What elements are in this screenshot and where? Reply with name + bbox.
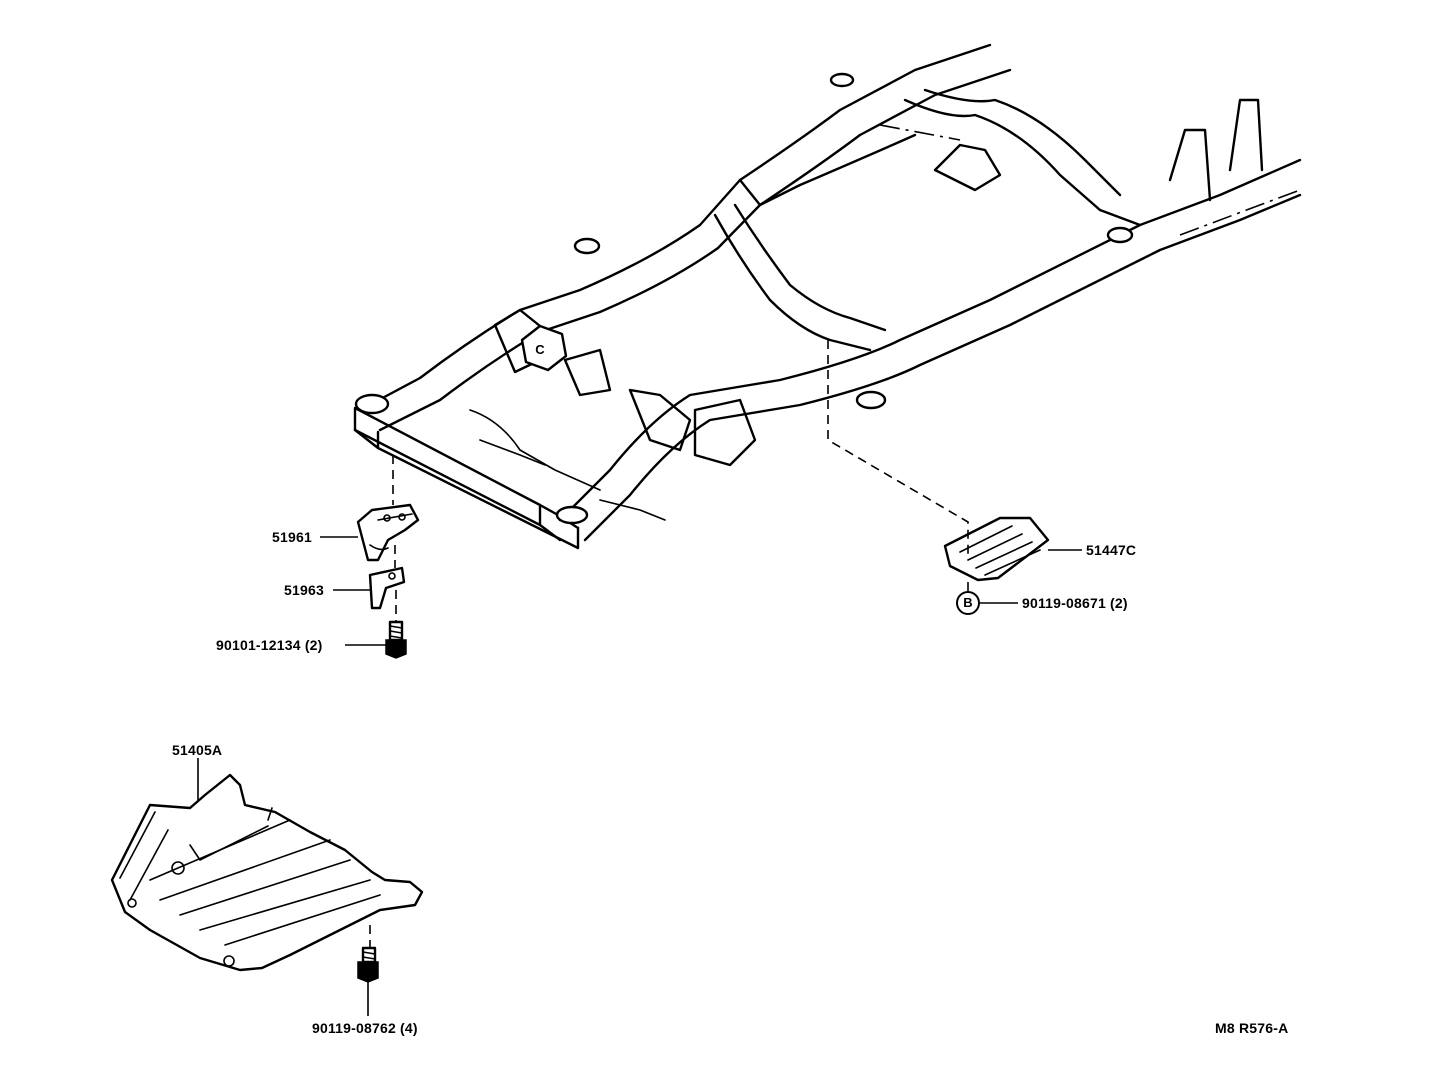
label-51405A: 51405A <box>172 742 223 758</box>
label-51963: 51963 <box>284 582 324 598</box>
label-90119-08671: 90119-08671 (2) <box>1022 595 1128 611</box>
bolt-90101-12134 <box>385 620 407 659</box>
leader-lines <box>197 536 1082 1016</box>
bracket-51961 <box>356 503 420 562</box>
label-90101-12134: 90101-12134 (2) <box>216 637 323 653</box>
drawing-code: M8 R576-A <box>1215 1020 1289 1036</box>
assembly-lines <box>369 340 969 948</box>
bolt-90119-08762 <box>357 946 379 983</box>
frame-ref-marker: C <box>535 342 545 357</box>
cover-51405A <box>110 773 424 972</box>
shield-51447C <box>943 516 1050 582</box>
label-51961: 51961 <box>272 529 312 545</box>
plate-51963 <box>368 566 406 610</box>
vehicle-frame <box>353 43 1302 550</box>
label-51447C: 51447C <box>1086 542 1137 558</box>
label-90119-08762: 90119-08762 (4) <box>312 1020 418 1036</box>
bolt-ref-marker: B <box>956 591 980 615</box>
